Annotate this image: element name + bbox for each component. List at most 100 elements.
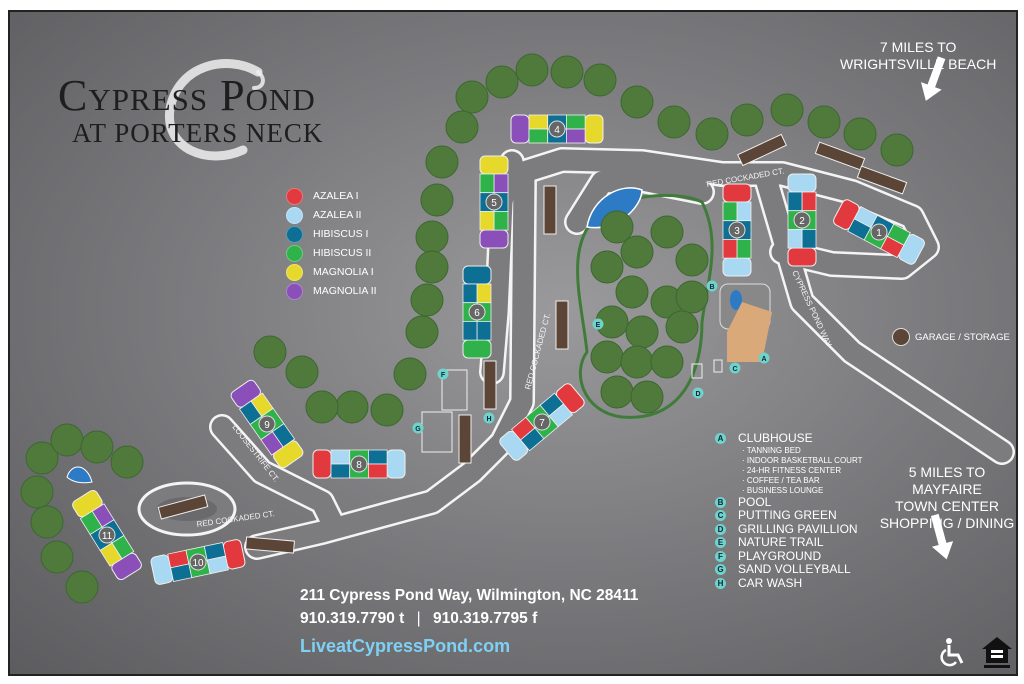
unit <box>479 155 509 175</box>
garage-legend: GARAGE / STORAGE <box>892 328 1010 346</box>
legend-swatch <box>286 283 303 300</box>
garage-building <box>157 494 209 520</box>
unit <box>479 210 495 231</box>
website-link[interactable]: LiveatCypressPond.com <box>300 636 511 656</box>
unit <box>386 449 406 479</box>
unit <box>722 201 738 222</box>
unit <box>722 183 752 203</box>
legend-item-magnolia_i: MAGNOLIA I <box>286 263 377 282</box>
unit <box>312 449 332 479</box>
building-10[interactable]: 10 <box>150 539 246 586</box>
tree <box>65 570 99 604</box>
tree <box>770 93 804 127</box>
amenity-label: NATURE TRAIL <box>738 535 824 549</box>
map-marker-G[interactable]: G <box>412 422 424 434</box>
legend-item-azalea_i: AZALEA I <box>286 187 377 206</box>
separator: | <box>416 610 421 627</box>
compliance-icons <box>940 635 1014 669</box>
building-4[interactable]: 4 <box>510 114 604 144</box>
unit <box>787 191 803 212</box>
map-marker-B[interactable]: B <box>706 280 718 292</box>
building-6[interactable]: 6 <box>462 265 492 359</box>
tree <box>393 357 427 391</box>
tree <box>253 335 287 369</box>
building-number-badge <box>350 455 368 473</box>
amenity-label: POOL <box>738 494 772 509</box>
beach-direction: 7 MILES TO WRIGHTSVILLE BEACH <box>840 39 996 73</box>
tree <box>615 275 649 309</box>
building-2[interactable]: 2 <box>787 173 817 267</box>
marker-circle <box>729 362 741 374</box>
amenity-feature: BUSINESS LOUNGE <box>742 486 862 496</box>
building-number-badge <box>468 303 486 321</box>
garage-building <box>483 360 497 410</box>
unit <box>367 449 388 465</box>
building-number: 10 <box>192 558 204 569</box>
marker-circle <box>706 280 718 292</box>
building-number: 8 <box>356 460 362 471</box>
unit <box>493 173 509 194</box>
building-number: 4 <box>554 125 560 136</box>
amenity-badge: F <box>715 550 726 562</box>
map-marker-E[interactable]: E <box>592 318 604 330</box>
phone: 910.319.7790 t <box>300 610 405 627</box>
tree <box>583 63 617 97</box>
amenity-badge: C <box>715 510 726 522</box>
building-1[interactable]: 1 <box>832 198 926 266</box>
unit <box>479 229 509 249</box>
tree <box>20 475 54 509</box>
building-number: 7 <box>539 418 545 429</box>
tree <box>420 183 454 217</box>
logo-swirl-icon <box>165 59 265 161</box>
building-5[interactable]: 5 <box>479 155 509 249</box>
unit <box>722 257 752 277</box>
amenity-badge: B <box>715 496 726 508</box>
logo-title: Cypress Pond <box>58 71 316 120</box>
building-11[interactable]: 11 <box>71 489 143 582</box>
direction-arrow-icon <box>920 56 946 101</box>
legend-label: HIBISCUS II <box>313 247 372 259</box>
pool <box>730 290 742 310</box>
amenity-label: SAND VOLLEYBALL <box>738 562 851 576</box>
unit <box>260 431 284 456</box>
map-marker-H[interactable]: H <box>483 412 495 424</box>
map-marker-A[interactable]: A <box>758 352 770 364</box>
tree <box>620 235 654 269</box>
equal-housing-icon <box>982 637 1012 668</box>
tree <box>550 55 584 89</box>
building-9[interactable]: 9 <box>229 378 305 469</box>
unit <box>736 238 752 259</box>
beach-direction-line2: WRIGHTSVILLE BEACH <box>840 56 997 72</box>
amenity-label: PUTTING GREEN <box>738 508 837 522</box>
logo-subtitle: at Porters Neck <box>72 118 324 148</box>
legend-item-hibiscus_i: HIBISCUS I <box>286 225 377 244</box>
marker-letter: C <box>732 366 737 373</box>
building-7[interactable]: 7 <box>498 382 586 463</box>
tree <box>630 380 664 414</box>
fax: 910.319.7795 f <box>432 610 538 627</box>
unit <box>722 238 738 259</box>
tree <box>590 340 624 374</box>
tree <box>50 423 84 457</box>
map-marker-D[interactable]: D <box>692 387 704 399</box>
tree <box>110 445 144 479</box>
building-number-badge <box>258 415 276 433</box>
amenity-feature: TANNING BED <box>742 446 862 456</box>
map-marker-C[interactable]: C <box>729 362 741 374</box>
building-3[interactable]: 3 <box>722 183 752 277</box>
amenity-badge: H <box>715 577 726 589</box>
tree <box>415 250 449 284</box>
mayfaire-line2: MAYFAIRE <box>912 481 982 497</box>
unit <box>548 403 574 428</box>
unit <box>565 128 586 144</box>
amenity-feature: INDOOR BASKETBALL COURT <box>742 456 863 466</box>
direction-arrow-icon <box>930 513 954 560</box>
garage-building <box>245 536 295 554</box>
unit <box>476 320 492 341</box>
building-8[interactable]: 8 <box>312 449 406 479</box>
legend-swatch <box>286 245 303 262</box>
tree <box>40 540 74 574</box>
map-marker-F[interactable]: F <box>437 368 449 380</box>
